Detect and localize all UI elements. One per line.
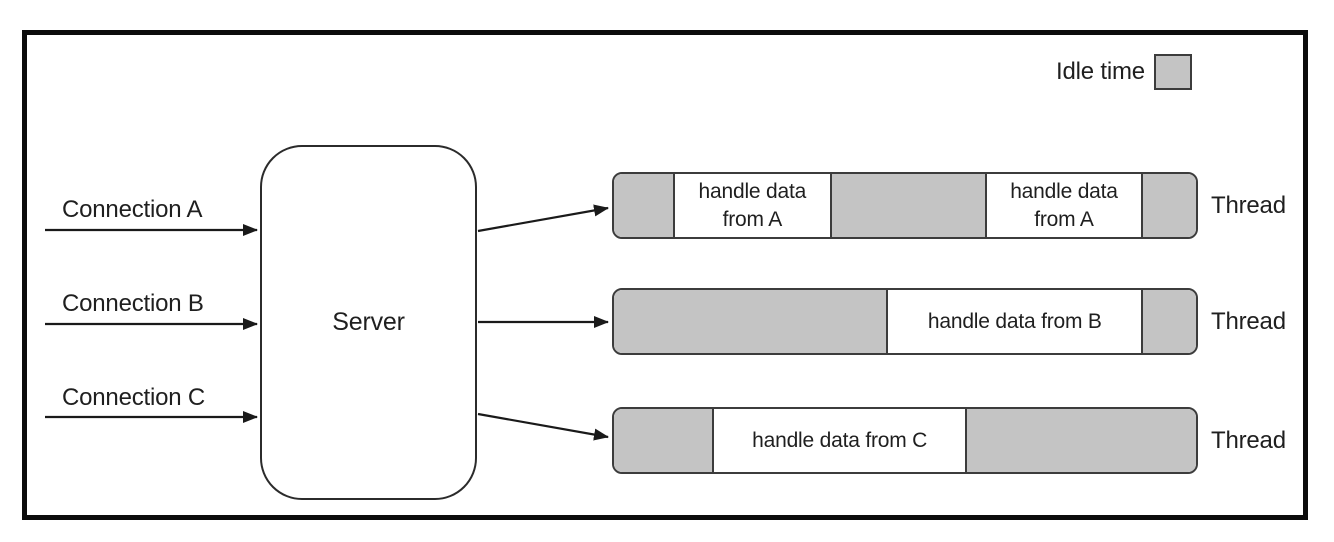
legend-label: Idle time	[1056, 58, 1145, 85]
idle-time-segment	[614, 290, 887, 353]
thread-c-label: Thread	[1211, 426, 1286, 454]
idle-time-swatch	[1153, 54, 1192, 90]
thread-bar-b: handle data from B	[612, 288, 1198, 355]
idle-time-segment	[829, 174, 986, 237]
idle-time-segment	[964, 409, 1196, 472]
idle-time-segment	[1140, 174, 1196, 237]
connection-c-label: Connection C	[62, 384, 206, 411]
thread-row-b: handle data from B Thread	[612, 288, 1286, 355]
connection-b-label: Connection B	[62, 290, 204, 317]
idle-time-segment	[614, 409, 713, 472]
server-box: Server	[260, 145, 477, 500]
thread-row-a: handle data from A handle data from A Thr…	[612, 172, 1286, 239]
thread-row-c: handle data from C Thread	[612, 407, 1286, 474]
server-label: Server	[332, 308, 405, 336]
idle-time-segment	[1141, 290, 1196, 353]
busy-segment: handle data from C	[712, 409, 965, 472]
idle-time-segment	[614, 174, 673, 237]
busy-segment: handle data from B	[886, 290, 1142, 353]
thread-bar-c: handle data from C	[612, 407, 1198, 474]
thread-a-label: Thread	[1211, 191, 1286, 219]
busy-segment: handle data from A	[985, 174, 1141, 237]
connection-a-label: Connection A	[62, 196, 203, 223]
thread-b-label: Thread	[1211, 307, 1286, 335]
idle-time-legend: Idle time	[1056, 54, 1192, 90]
busy-segment: handle data from A	[672, 174, 830, 237]
thread-bar-a: handle data from A handle data from A	[612, 172, 1198, 239]
